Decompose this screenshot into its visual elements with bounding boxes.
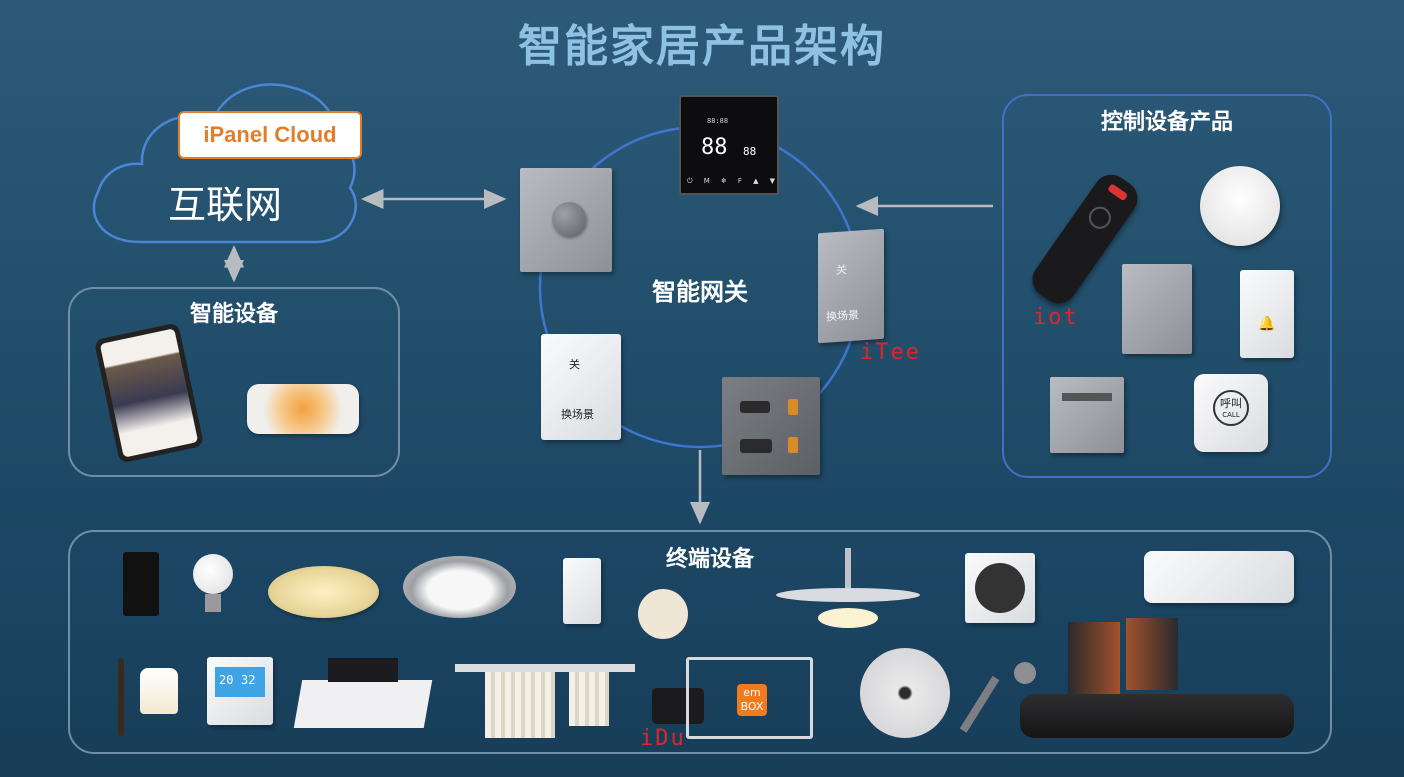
bell-icon: 🔔 [1258, 316, 1276, 332]
thermostat-temp-sub: 88 [743, 145, 757, 158]
remote-dpad [1084, 202, 1116, 234]
call-button: 呼叫 CALL [1213, 390, 1249, 426]
cassette-ac [293, 658, 433, 728]
iot-label: iot [1033, 305, 1079, 330]
switch-scene-label: 换场景 [826, 308, 859, 324]
thermostat-button: M [703, 177, 710, 185]
thermostat-temp-main: 88 [701, 135, 728, 160]
fan-icon [975, 563, 1025, 613]
thermostat-temp-a: 20 [219, 673, 234, 687]
thermostat-temp-b: 32 [241, 673, 256, 687]
knob-icon [552, 202, 586, 236]
cloud-label: 互联网 [167, 183, 282, 227]
thermostat-button: ⏻ [687, 177, 693, 185]
exhaust-fan [965, 553, 1035, 623]
white-scene-switch: 关 换场景 [541, 334, 621, 440]
terminal-devices-title: 终端设备 [665, 547, 754, 572]
call-button-device: 呼叫 CALL [1194, 374, 1268, 452]
embox-label-line2: BOX [740, 700, 764, 713]
thermostat-buttons: ⏻ M ❄ F ▲ ▼ [687, 177, 775, 186]
bulb [193, 554, 233, 616]
thermostat-button: ❄ [720, 177, 727, 185]
wall-thermostat: 20 32 [207, 657, 273, 725]
ceiling-fan [776, 548, 920, 630]
knob-switch [520, 168, 612, 272]
control-devices-title: 控制设备产品 [1100, 110, 1233, 135]
air-conditioner [1144, 551, 1294, 603]
round-hub-speaker [1200, 166, 1280, 246]
thermostat-button: F [737, 177, 742, 185]
white-switch-scene-label: 换场景 [561, 408, 594, 421]
white-switch-off-label: 关 [569, 358, 580, 371]
doorbell: 🔔 [1240, 270, 1294, 358]
embox-badge: em BOX [737, 684, 767, 716]
tv-screen: em BOX [686, 657, 813, 739]
usb-dongle [652, 688, 704, 724]
card-slot [1062, 393, 1112, 401]
microphone [959, 660, 1036, 740]
socket-hole [740, 401, 770, 413]
idu-label: iDu [640, 726, 686, 751]
card-key-switch [1050, 377, 1124, 453]
ceiling-speaker [860, 648, 950, 738]
terminal-devices-panel [68, 530, 1332, 754]
sensor-module [563, 558, 601, 624]
itee-scene-switch: 关 换场景 [818, 228, 884, 344]
curtain-track [455, 654, 635, 740]
wall-sconce [110, 648, 180, 738]
switch-off-label: 关 [836, 263, 847, 278]
socket-indicator [788, 437, 798, 453]
call-button-sub: CALL [1222, 411, 1240, 419]
smart-devices-title: 智能设备 [189, 302, 278, 327]
gateway-label: 智能网关 [652, 278, 748, 306]
itee-label: iTee [860, 340, 921, 365]
soundbar [1020, 694, 1294, 738]
call-button-label: 呼叫 [1220, 397, 1242, 410]
smart-speaker [247, 384, 359, 434]
control-devices-panel [1002, 94, 1332, 478]
wall-socket [722, 377, 820, 475]
bookshelf-speakers [1068, 618, 1178, 694]
thermostat-time: 88:88 [707, 117, 729, 125]
recessed-downlight [403, 556, 516, 618]
downlight-cylinder [123, 552, 159, 616]
socket-hole [740, 439, 772, 453]
smart-devices-panel [68, 287, 400, 477]
page-title: 智能家居产品架构 [518, 21, 886, 72]
round-sensor [638, 589, 688, 639]
remote-power-button [1107, 183, 1129, 202]
socket-indicator [788, 399, 798, 415]
cloud-outline [92, 83, 357, 244]
thermostat-button: ▼ [769, 177, 775, 185]
embox-label-line1: em [743, 686, 761, 699]
thermostat-button: ▲ [753, 177, 759, 185]
grey-wall-switch [1122, 264, 1192, 354]
cloud-tag: iPanel Cloud [178, 111, 362, 159]
thermostat-panel: 88:88 88 88 ⏻ M ❄ F ▲ ▼ [679, 95, 779, 195]
thermostat-screen: 20 32 [215, 667, 265, 697]
ceiling-light [268, 566, 379, 618]
